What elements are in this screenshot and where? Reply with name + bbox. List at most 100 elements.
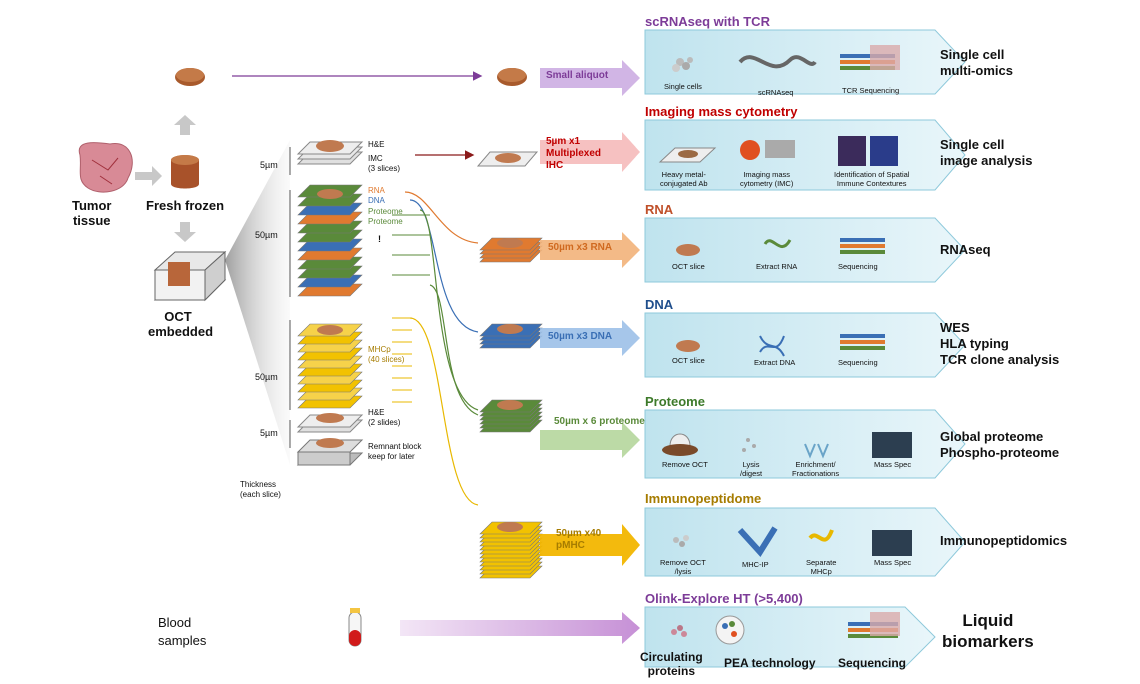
- output-rna: RNAseq: [940, 242, 991, 257]
- oct-fan: [225, 140, 290, 465]
- slice-label-proteome-1: Proteome: [368, 207, 403, 216]
- dna-tissue: [497, 324, 523, 334]
- panel-title-rna: RNA: [645, 202, 674, 217]
- arrow-label-rna: 50µm x3 RNA: [548, 242, 613, 253]
- step-pea-technology: PEA technology: [724, 656, 816, 670]
- dna-slices: [479, 323, 543, 349]
- step-lysis-digest: Lysis/digest: [740, 460, 763, 478]
- output-immuno: Immunopeptidomics: [940, 533, 1068, 548]
- panel-title-imc: Imaging mass cytometry: [645, 104, 798, 119]
- step-single-cells: Single cells: [664, 82, 702, 91]
- proteome-tissue: [497, 400, 523, 410]
- imc-single-slice: [476, 151, 539, 167]
- mhcp-tissue: [317, 325, 343, 335]
- step-olink-sequencing: Sequencing: [838, 656, 907, 670]
- arrow-rna: [540, 232, 640, 268]
- step-scrnaseq: scRNAseq: [758, 88, 794, 97]
- arrow-label-small-aliquot: Small aliquot: [546, 70, 609, 81]
- thickness-note: Thickness(each slice): [240, 480, 281, 499]
- panel-icons: [658, 45, 912, 645]
- slice-stack-imc: [296, 140, 364, 165]
- panel-title-olink: Olink-Explore HT (>5,400): [645, 591, 803, 606]
- arrow-tumor-to-frozen: [135, 166, 162, 186]
- slice-label-mhcp: MHCp(40 slices): [368, 345, 405, 364]
- arrow-dna: [540, 320, 640, 356]
- arrow-frozen-up: [174, 115, 196, 135]
- oct-block-icon: [153, 250, 227, 302]
- slice-stack-he-bottom: [296, 413, 364, 433]
- slice-label-he-top: H&E: [368, 140, 385, 149]
- slice-stack-mhcp: [297, 323, 363, 409]
- panel-title-dna: DNA: [645, 297, 674, 312]
- panel-title-scrna: scRNAseq with TCR: [645, 14, 770, 29]
- step-heavy-metal: Heavy metal-conjugated Ab: [660, 170, 708, 188]
- panel-immuno: [644, 507, 966, 577]
- arrow-imc: [540, 132, 640, 172]
- step-mass-spec-immuno: Mass Spec: [874, 558, 912, 567]
- step-extract-dna: Extract DNA: [754, 358, 796, 367]
- arrow-small-aliquot: [540, 60, 640, 96]
- panel-rna: [644, 217, 966, 283]
- slice-label-excl: !: [378, 234, 381, 244]
- step-rna-sequencing: Sequencing: [838, 262, 878, 271]
- thickness-50um-bottom: 50µm: [255, 372, 278, 382]
- molecular-tissue: [317, 189, 343, 199]
- remnant-block: [296, 438, 364, 466]
- arrow-label-dna: 50µm x3 DNA: [548, 331, 613, 342]
- panel-dna: [644, 312, 966, 378]
- thickness-5um-bottom: 5µm: [260, 428, 278, 438]
- rna-slices: [479, 237, 543, 263]
- step-extract-rna: Extract RNA: [756, 262, 798, 271]
- arrow-blood: [400, 612, 640, 644]
- fresh-frozen-label: Fresh frozen: [146, 198, 225, 213]
- mhcp-slices: [479, 521, 543, 579]
- slice-label-proteome-2: Proteome: [368, 217, 403, 226]
- fresh-frozen-icon: [171, 155, 199, 189]
- arrow-pmhc: [540, 524, 640, 566]
- arrow-label-proteome: 50µm x 6 proteome: [554, 416, 645, 427]
- tumor-tissue-icon: [78, 142, 133, 193]
- mass-spec-icon: [872, 432, 912, 458]
- slice-label-rna: RNA: [368, 186, 385, 195]
- slice-label-imc: IMC(3 slices): [368, 154, 401, 173]
- step-remove-oct: Remove OCT: [662, 460, 708, 469]
- proteome-slices: [479, 399, 543, 433]
- thickness-5um-top: 5µm: [260, 160, 278, 170]
- slice-stack-molecular: [297, 184, 363, 297]
- panel-title-proteome: Proteome: [645, 394, 705, 409]
- step-dna-oct-slice: OCT slice: [672, 356, 705, 365]
- rna-tissue: [497, 238, 523, 248]
- step-remove-oct-lysis: Remove OCT/lysis: [660, 558, 706, 576]
- pmhc-tissue: [497, 522, 523, 532]
- thickness-50um-top: 50µm: [255, 230, 278, 240]
- blood-tube-icon: [348, 608, 362, 647]
- step-dna-sequencing: Sequencing: [838, 358, 878, 367]
- step-rna-oct-slice: OCT slice: [672, 262, 705, 271]
- arrow-proteome: [540, 422, 640, 458]
- slice-label-dna: DNA: [368, 196, 385, 205]
- step-enrichment: Enrichment/Fractionations: [792, 460, 840, 478]
- step-tcr-sequencing: TCR Sequencing: [842, 86, 900, 95]
- step-mass-spec-proteome: Mass Spec: [874, 460, 912, 469]
- small-aliquot-icon-left: [175, 68, 205, 86]
- panel-title-immuno: Immunopeptidome: [645, 491, 762, 506]
- small-aliquot-icon-right: [497, 68, 527, 86]
- arrow-frozen-down: [174, 222, 196, 242]
- slice-label-he-bottom: H&E(2 slides): [368, 408, 401, 427]
